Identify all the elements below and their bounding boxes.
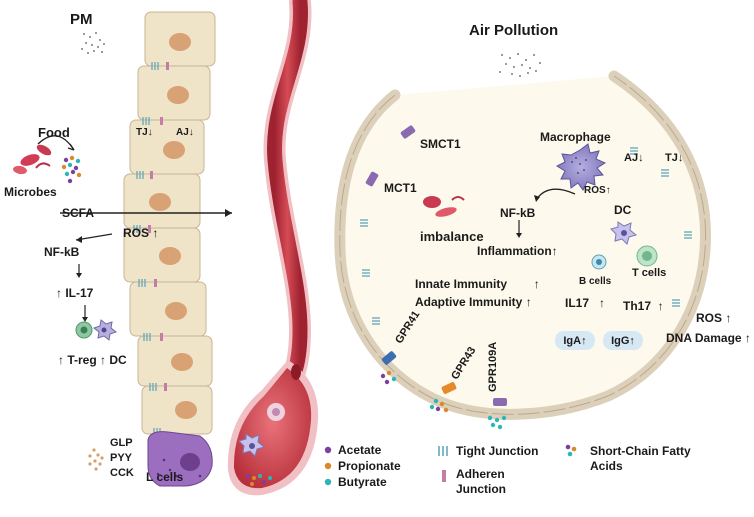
vessel-bulb <box>233 368 312 489</box>
ros-label-left: ROS ↑ <box>123 226 159 240</box>
mct1-label: MCT1 <box>384 181 417 195</box>
food-label: Food <box>38 125 70 140</box>
air-pollution-title: Air Pollution <box>469 22 559 39</box>
innate-immunity-label: Innate Immunity ↑ <box>415 277 540 291</box>
macrophage-label: Macrophage <box>540 130 611 144</box>
dna-damage-label: DNA Damage ↑ <box>666 331 751 345</box>
microbes-label: Microbes <box>4 185 57 199</box>
treg-cell <box>75 321 93 339</box>
smct1-label: SMCT1 <box>420 137 461 151</box>
macrophage-cell <box>555 143 607 191</box>
gpr41-receptor <box>381 351 397 365</box>
adheren-junction-icon <box>442 470 446 482</box>
pyy-label: PYY <box>110 452 133 464</box>
iga-badge: IgA↑ <box>555 331 595 350</box>
dc-cell-right <box>610 221 638 245</box>
scfa-label-left: SCFA <box>62 206 95 220</box>
inflammation-label: Inflammation↑ <box>477 244 558 258</box>
alveolus-cell-borders <box>339 75 707 415</box>
acetate-icon <box>324 446 332 454</box>
legend-acetate: Acetate <box>338 443 382 457</box>
air-pollution-particles <box>499 53 541 77</box>
b-cell <box>591 254 607 270</box>
legend-adheren-2: Junction <box>456 482 506 496</box>
pm-label: PM <box>70 11 93 28</box>
adaptive-immunity-label: Adaptive Immunity ↑ <box>415 295 532 309</box>
tj-label-right: TJ↓ <box>665 152 684 164</box>
treg-label: ↑ T-reg ↑ DC <box>58 353 127 367</box>
il17-label-right: IL17 ↑ <box>565 296 606 310</box>
mct1-transporter <box>365 171 379 187</box>
gpr43-receptor <box>441 382 457 394</box>
nfkb-label-right: NF-kB <box>500 206 536 220</box>
alveolus-junctions <box>360 147 692 325</box>
legend-scfa-1: Short-Chain Fatty <box>590 444 691 458</box>
t-cells-label: T cells <box>632 267 667 279</box>
t-cell <box>636 245 658 267</box>
aj-label-left: AJ↓ <box>176 127 194 138</box>
microbes-icon <box>13 144 52 175</box>
legend-tight-junction: Tight Junction <box>456 444 539 458</box>
butyrate-icon <box>324 478 332 486</box>
gpr109a-label: GPR109A <box>487 341 499 392</box>
legend-propionate: Propionate <box>338 459 401 473</box>
nfkb-label-left: NF-kB <box>44 245 80 259</box>
cck-label: CCK <box>110 467 134 479</box>
dc-cell <box>92 319 118 341</box>
gpr109a-receptor <box>493 398 507 406</box>
dc-label-right: DC <box>614 203 632 217</box>
imbalance-microbes <box>423 196 465 217</box>
aj-label-right: AJ↓ <box>624 152 644 164</box>
igg-badge: IgG↑ <box>603 331 643 350</box>
pm-particles <box>81 32 105 54</box>
l-cell <box>147 431 213 487</box>
legend-butyrate: Butyrate <box>338 475 387 489</box>
legend-scfa-2: Acids <box>590 459 623 473</box>
l-cells-label: L cells <box>146 470 184 484</box>
propionate-icon <box>324 462 332 470</box>
imbalance-label: imbalance <box>420 229 484 244</box>
legend-adheren-1: Adheren <box>456 467 505 481</box>
glp-label: GLP <box>110 437 133 449</box>
tj-label-left: TJ↓ <box>136 127 153 138</box>
ros-label-right: ROS ↑ <box>696 311 732 325</box>
ros-label-macrophage: ROS↑ <box>584 185 611 196</box>
tight-junction-icon <box>438 446 448 456</box>
blood-vessel <box>267 0 308 408</box>
vessel-cells <box>238 364 301 486</box>
b-cells-label: B cells <box>579 276 612 287</box>
scfa-cluster-receptors <box>380 370 507 430</box>
il17-label-left: ↑ IL-17 <box>56 286 94 300</box>
scfa-cluster-left <box>61 155 82 184</box>
hormone-granules <box>88 448 104 471</box>
th17-label: Th17 ↑ <box>623 299 664 313</box>
scfa-legend-icon <box>565 444 577 457</box>
smct1-transporter <box>400 125 416 139</box>
epithelial-cell-column <box>123 11 216 436</box>
